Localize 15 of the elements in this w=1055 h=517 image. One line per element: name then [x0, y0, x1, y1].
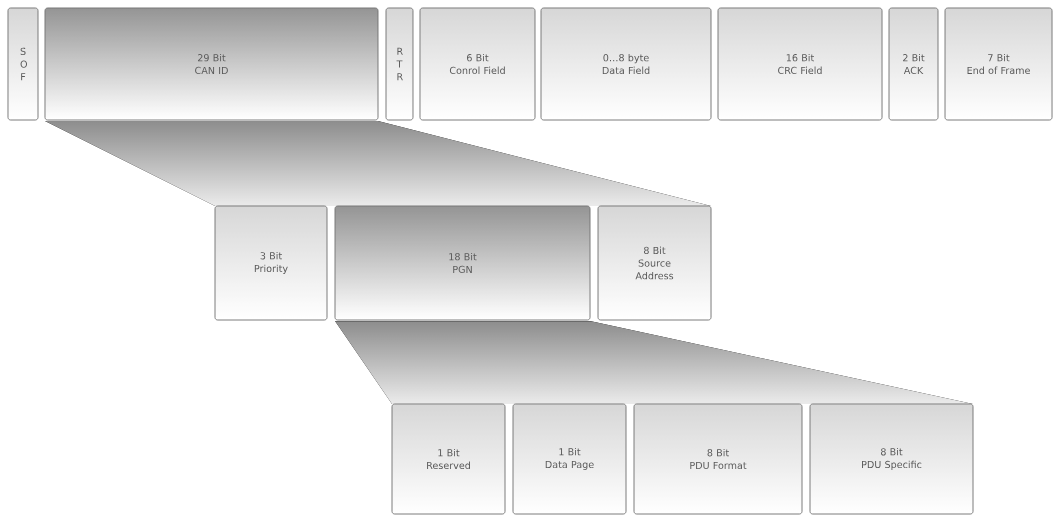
field-box: 18 Bit PGN [334, 205, 591, 321]
field-box: 7 Bit End of Frame [944, 7, 1053, 121]
field-box: 3 Bit Priority [214, 205, 328, 321]
field-box: 29 Bit CAN ID [44, 7, 379, 121]
field-box: 6 Bit Conrol Field [419, 7, 536, 121]
field-box: 1 Bit Data Page [512, 403, 627, 515]
field-box: S O F [7, 7, 39, 121]
field-box: R T R [385, 7, 414, 121]
field-box: 8 Bit Source Address [597, 205, 712, 321]
field-box: 16 Bit CRC Field [717, 7, 883, 121]
field-box: 2 Bit ACK [888, 7, 939, 121]
field-box: 1 Bit Reserved [391, 403, 506, 515]
field-box: 8 Bit PDU Format [633, 403, 803, 515]
field-box: 0…8 byte Data Field [540, 7, 712, 121]
field-box: 8 Bit PDU Specific [809, 403, 974, 515]
